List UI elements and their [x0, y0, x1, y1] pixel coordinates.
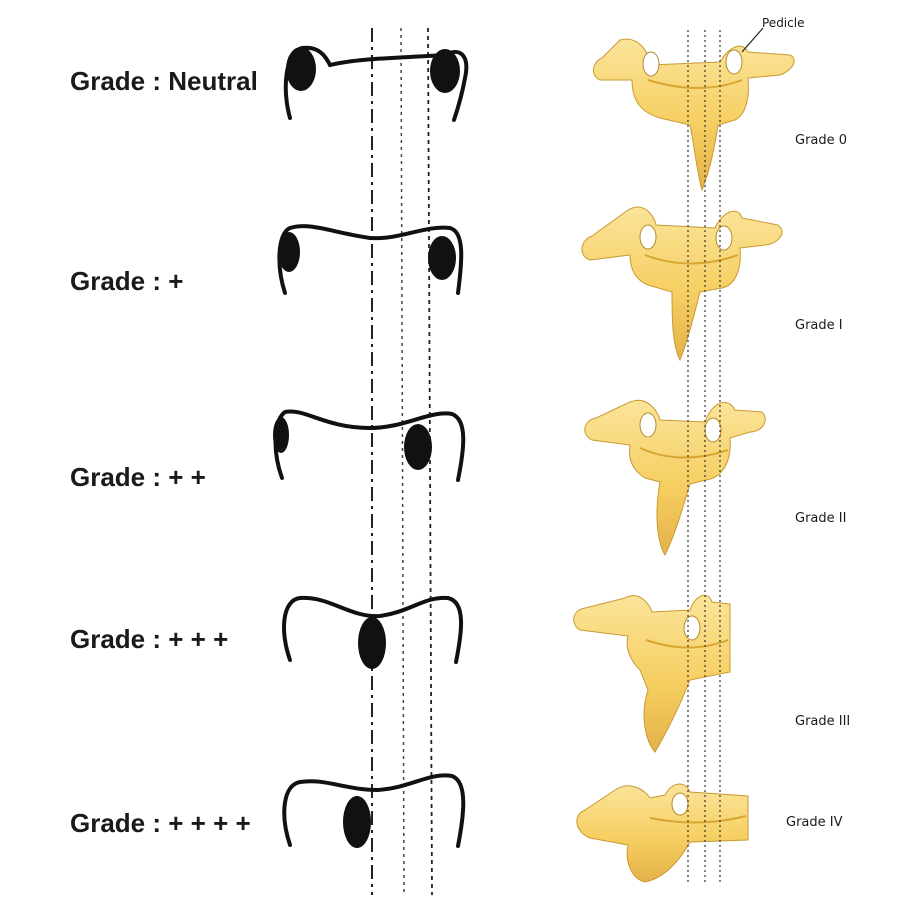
grade-label-plus: Grade : +: [70, 266, 184, 296]
pedicle-right-grade-2plus: [404, 424, 432, 470]
schematic-grade-4plus: [282, 773, 466, 848]
pedicle-grade-3: [683, 615, 701, 641]
pedicle-left-grade-plus: [278, 232, 300, 272]
pedicle-grade-4plus: [343, 796, 371, 848]
bone-grade-3: [573, 594, 731, 753]
pedicle-right-grade-plus: [428, 236, 456, 280]
pedicle-grade-3plus: [358, 617, 386, 669]
body-edge-grade-2: [639, 447, 729, 459]
pedicle-left-neutral: [286, 47, 316, 91]
grade-label-3plus: Grade : + + +: [70, 624, 229, 654]
pedicle-leader-line: [741, 27, 764, 53]
pedicle-grade-4: [671, 792, 689, 816]
outline-grade-3plus: [282, 595, 464, 664]
vertebra-grade-4: [576, 783, 749, 883]
grade-label-4: Grade IV: [786, 815, 843, 830]
dotted-reference-line-1: [400, 27, 405, 896]
schematic-grade-3plus: [282, 595, 464, 669]
body-edge-grade-1: [644, 254, 739, 265]
vertebra-grade-1: [581, 206, 783, 362]
pedicle-right-grade-2: [704, 417, 722, 443]
grade-label-2: Grade II: [795, 511, 847, 526]
bone-grade-1: [581, 206, 783, 362]
pedicle-left-grade-2: [639, 412, 657, 438]
bone-grade-4: [576, 783, 749, 883]
pedicle-right-grade-0: [725, 49, 743, 75]
outline-grade-2plus: [273, 409, 466, 482]
grade-label-neutral: Grade : Neutral: [70, 66, 258, 96]
dotted-reference-line-2: [427, 27, 433, 896]
schematic-grade-2plus: [273, 409, 466, 482]
grade-label-2plus: Grade : + +: [70, 462, 206, 492]
schematic-grade-plus: [277, 224, 464, 295]
bone-grade-0: [593, 38, 795, 192]
pedicle-left-grade-0: [642, 51, 660, 77]
body-edge-grade-4: [649, 815, 747, 824]
left-reference-lines: [371, 27, 433, 896]
grade-label-0: Grade 0: [795, 133, 848, 148]
vertebra-grade-2: [584, 399, 766, 557]
body-edge-grade-3: [645, 639, 729, 649]
pedicle-label: Pedicle: [762, 16, 805, 30]
body-edge-grade-0: [647, 79, 743, 89]
outline-grade-4plus: [282, 773, 466, 848]
schematic-neutral: [283, 45, 469, 122]
grade-label-4plus: Grade : + + + +: [70, 808, 251, 838]
vertebra-grade-3: [573, 594, 731, 753]
pedicle-right-grade-1: [715, 225, 733, 251]
grade-label-3: Grade III: [795, 714, 851, 729]
bone-grade-2: [584, 399, 766, 557]
pedicle-left-grade-2plus: [273, 417, 289, 453]
grade-label-1: Grade I: [795, 318, 843, 333]
pedicle-left-grade-1: [639, 224, 657, 250]
vertebra-grade-0: [593, 38, 795, 192]
pedicle-right-neutral: [430, 49, 460, 93]
